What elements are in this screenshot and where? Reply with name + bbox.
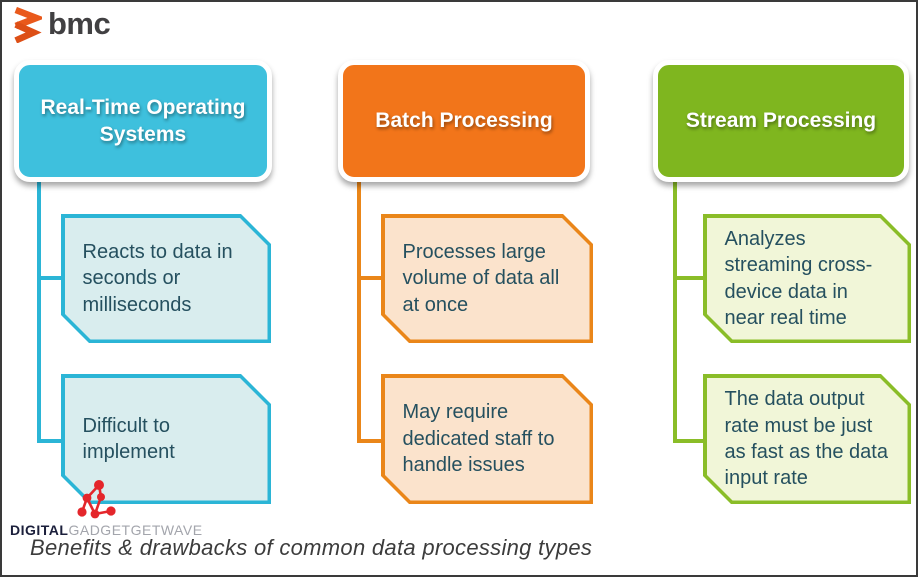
card-output-rate: The data output rate must be just as fas…	[703, 374, 911, 504]
header-label: Stream Processing	[685, 109, 877, 133]
watermark-light-text: GADGETGETWAVE	[68, 522, 203, 538]
header-label: Real-Time Operating Systems	[40, 95, 246, 146]
connector-line	[37, 276, 63, 280]
card-reacts-fast: Reacts to data in seconds or millisecond…	[61, 214, 271, 343]
column-stream-processing: Stream Processing Analyzes streaming cro…	[653, 2, 913, 577]
card-text: Difficult to implement	[82, 414, 175, 463]
connector-line	[673, 276, 705, 280]
network-molecule-icon	[74, 479, 122, 525]
bmc-logo-icon	[12, 6, 46, 44]
header-label: Batch Processing	[375, 109, 553, 133]
connector-line	[673, 182, 677, 443]
card-large-volume: Processes large volume of data all at on…	[381, 214, 593, 343]
watermark-digitalgadgetwave: DIGITALGADGETGETWAVE	[10, 522, 203, 538]
watermark-bold-text: DIGITAL	[10, 522, 69, 538]
connector-line	[357, 182, 361, 443]
card-text: Analyzes streaming cross-device data in …	[724, 227, 873, 329]
column-batch-processing: Batch Processing Processes large volume …	[338, 2, 594, 577]
caption: Benefits & drawbacks of common data proc…	[30, 535, 593, 560]
card-text: May require dedicated staff to handle is…	[402, 401, 555, 477]
card-text: The data output rate must be just as fas…	[724, 388, 888, 490]
card-text: Reacts to data in seconds or millisecond…	[82, 240, 233, 316]
card-text: Processes large volume of data all at on…	[402, 240, 560, 316]
connector-line	[673, 439, 705, 443]
bmc-logo: bmc	[12, 5, 111, 44]
header-batch-processing: Batch Processing	[338, 60, 590, 182]
column-realtime-os: Real-Time Operating Systems Reacts to da…	[14, 2, 272, 577]
header-stream-processing: Stream Processing	[653, 60, 909, 182]
card-analyzes-streaming: Analyzes streaming cross-device data in …	[703, 214, 911, 343]
connector-line	[37, 439, 63, 443]
card-dedicated-staff: May require dedicated staff to handle is…	[381, 374, 593, 504]
connector-line	[357, 439, 383, 443]
bmc-logo-text: bmc	[48, 5, 111, 41]
card-difficult-implement: Difficult to implement	[61, 374, 271, 504]
header-realtime-os: Real-Time Operating Systems	[14, 60, 272, 182]
connector-line	[357, 276, 383, 280]
connector-line	[37, 182, 41, 443]
